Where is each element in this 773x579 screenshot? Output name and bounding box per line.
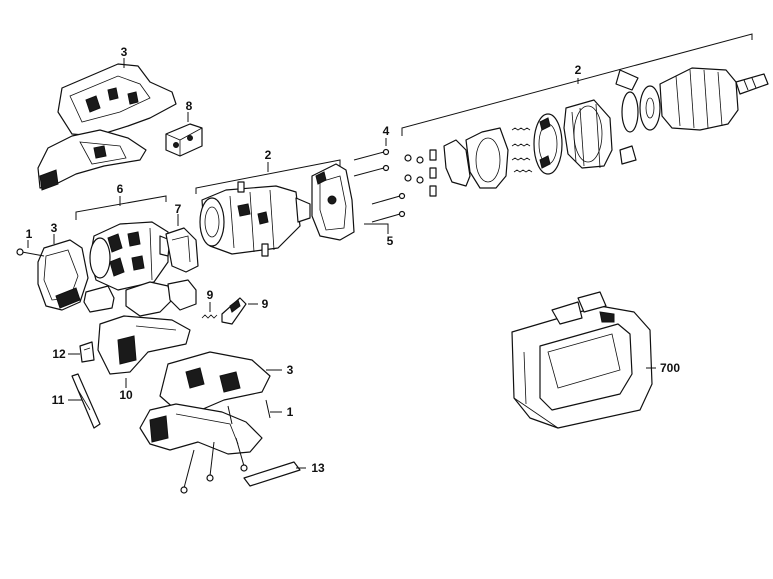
callout-6: 6: [116, 182, 124, 196]
motor[interactable]: [89, 221, 171, 291]
callout-700: 700: [659, 361, 681, 375]
housing-screws[interactable]: [180, 399, 271, 494]
clutch-springs[interactable]: [511, 127, 533, 173]
screw-left[interactable]: [16, 248, 45, 257]
gearbox-screws[interactable]: [353, 148, 406, 223]
keyless-chuck[interactable]: [659, 67, 769, 131]
leader-lines: [27, 33, 753, 469]
chuck-washers[interactable]: [615, 69, 661, 165]
switch-block[interactable]: [165, 123, 203, 157]
callout-9-spring: 9: [206, 288, 214, 302]
motor-bracket[interactable]: [165, 227, 199, 273]
callout-10: 10: [119, 388, 133, 402]
callout-1-bottom: 1: [286, 405, 294, 419]
gear-housing-cover[interactable]: [311, 163, 355, 241]
callout-4: 4: [382, 124, 390, 138]
callout-13: 13: [311, 461, 325, 475]
brush-block[interactable]: [83, 285, 115, 313]
carrying-case[interactable]: [511, 291, 653, 429]
housing-half-top[interactable]: [37, 63, 177, 191]
callout-2-mid: 2: [264, 148, 272, 162]
callout-1-left: 1: [25, 227, 33, 241]
callout-7: 7: [174, 202, 182, 216]
trigger-switch[interactable]: [97, 279, 197, 375]
motor-gearbox-assembly[interactable]: [199, 181, 311, 257]
screwdriver-bit[interactable]: [71, 373, 101, 429]
housing-half-bottom[interactable]: [139, 351, 271, 455]
end-cap[interactable]: [37, 239, 89, 311]
planetary-gear-pins[interactable]: [404, 127, 509, 197]
callout-9-clip: 9: [261, 297, 269, 311]
label-plate[interactable]: [243, 461, 301, 487]
callout-5: 5: [386, 234, 394, 248]
callout-8: 8: [185, 99, 193, 113]
callout-3-top: 3: [120, 45, 128, 59]
callout-2-top: 2: [574, 63, 582, 77]
torque-collar[interactable]: [563, 99, 613, 169]
led-holder[interactable]: [79, 341, 95, 363]
callout-11: 11: [51, 393, 65, 407]
small-spring[interactable]: [201, 314, 218, 319]
callout-12: 12: [52, 347, 66, 361]
clutch-ring[interactable]: [533, 113, 563, 175]
forward-reverse-clip[interactable]: [221, 297, 247, 325]
callout-3-left: 3: [50, 221, 58, 235]
callout-3-bottom: 3: [286, 363, 294, 377]
